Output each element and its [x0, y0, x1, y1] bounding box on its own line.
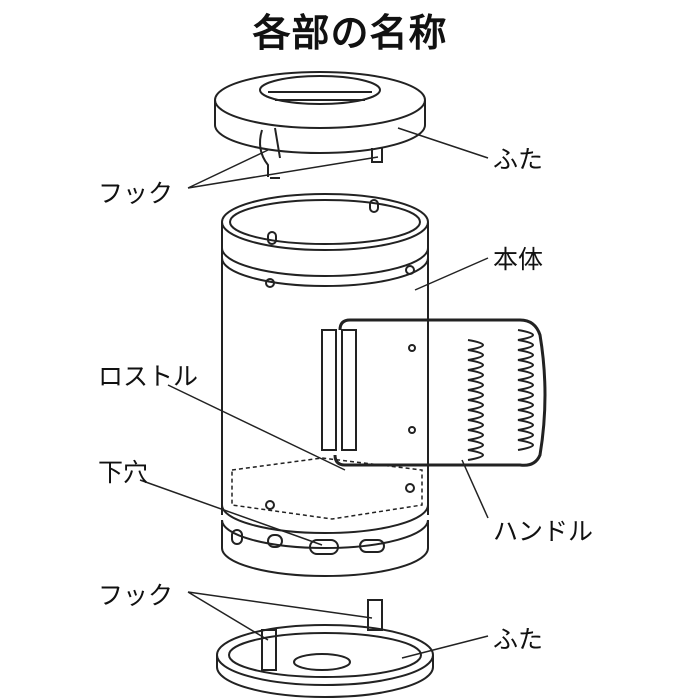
label-bottom-holes: 下穴 — [98, 458, 149, 487]
handle-drawing — [333, 318, 547, 467]
top-lid-drawing — [214, 71, 426, 179]
label-hook-bottom: フック — [98, 581, 174, 610]
label-handle: ハンドル — [493, 517, 594, 546]
body-drawing — [221, 193, 429, 577]
label-lid-top: ふた — [493, 145, 544, 174]
label-lid-bottom: ふた — [493, 625, 544, 654]
leader-lines — [139, 127, 489, 659]
label-body: 本体 — [493, 245, 544, 274]
label-hook-top: フック — [98, 179, 174, 208]
label-grate: ロストル — [98, 362, 199, 391]
bottom-lid-drawing — [216, 599, 434, 698]
page-title: 各部の名称 — [252, 11, 448, 55]
